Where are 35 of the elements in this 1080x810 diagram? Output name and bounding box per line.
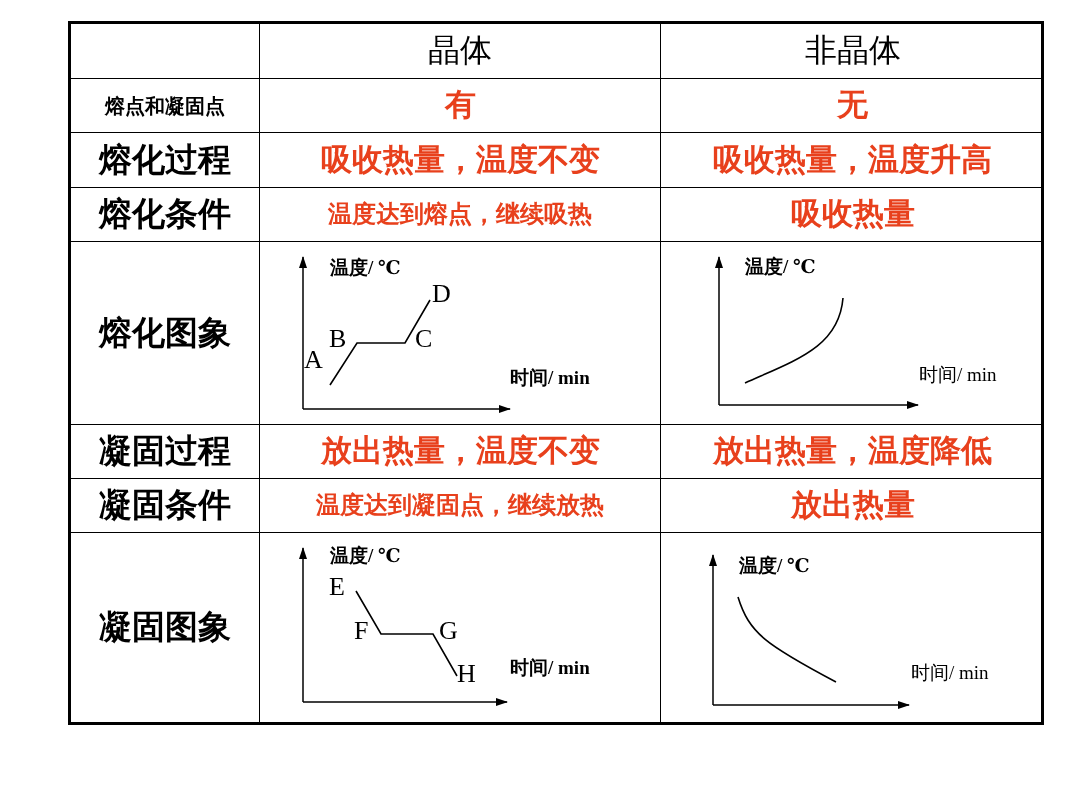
point-label: H: [457, 660, 476, 689]
axis-label: 温度/ ℃: [739, 556, 810, 577]
point-label: D: [432, 280, 451, 309]
header-text: 熔化过程: [99, 141, 231, 179]
cell-text: 温度达到凝固点，继续放热: [316, 492, 604, 519]
cell-text: 放出热量，温度不变: [320, 434, 600, 469]
point-label: C: [415, 325, 433, 354]
point-label: G: [439, 617, 458, 646]
point-label: E: [329, 573, 345, 602]
axis-label: 时间/ min: [919, 365, 997, 386]
cell-text: 吸收热量: [790, 197, 915, 232]
cell-text: 无: [837, 88, 868, 123]
header-text: 晶体: [428, 33, 492, 69]
cell-text: 放出热量，温度降低: [713, 434, 992, 469]
header-text: 非晶体: [804, 33, 901, 69]
axis-label: 温度/ ℃: [330, 546, 401, 567]
axis-label: 时间/ min: [510, 368, 590, 389]
cell-text: 吸收热量，温度升高: [713, 142, 992, 178]
header-text: 熔点和凝固点: [105, 94, 225, 117]
cell-text: 温度达到熔点，继续吸热: [328, 201, 592, 228]
axis-label: 温度/ ℃: [330, 258, 401, 279]
axis-label: 时间/ min: [510, 658, 590, 679]
cell-text: 有: [444, 88, 476, 123]
point-label: B: [329, 325, 347, 354]
axis-label: 时间/ min: [911, 663, 989, 684]
header-text: 熔化图象: [99, 314, 231, 352]
point-label: A: [304, 346, 323, 375]
axis-label: 温度/ ℃: [745, 257, 816, 278]
cell-text: 吸收热量，温度不变: [320, 142, 600, 178]
point-label: F: [354, 617, 369, 646]
header-text: 凝固条件: [99, 487, 231, 524]
cell-text: 放出热量: [790, 488, 915, 523]
header-text: 凝固过程: [99, 433, 231, 470]
header-text: 凝固图象: [99, 609, 231, 646]
header-text: 熔化条件: [99, 196, 231, 233]
